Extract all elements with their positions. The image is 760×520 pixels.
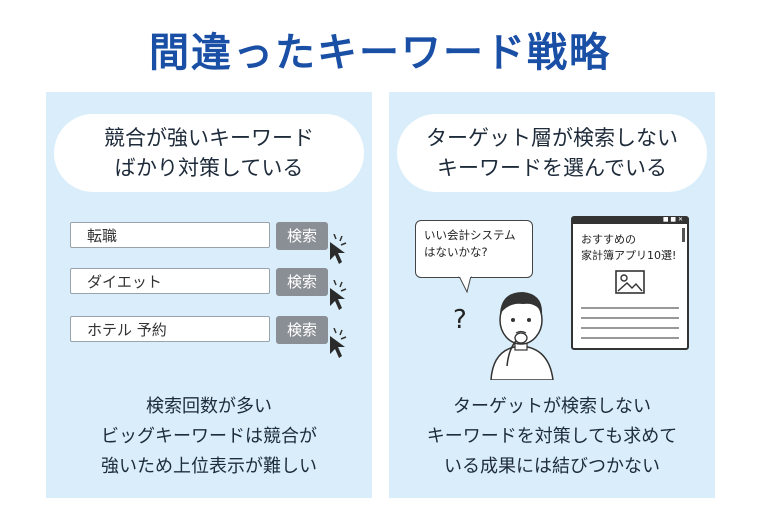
- right-panel: ターゲット層が検索しない キーワードを選んでいる いい会計システム はないかな?…: [389, 92, 715, 498]
- thinking-person-icon: ?: [453, 292, 554, 380]
- right-heading-line1: ターゲット層が検索しない: [426, 126, 678, 150]
- right-caption-line3: いる成果には結びつかない: [444, 456, 660, 477]
- left-heading-line2: ばかり対策している: [114, 156, 304, 180]
- search-button-3[interactable]: 検索: [276, 316, 328, 344]
- right-caption-line2: キーワードを対策しても求めて: [426, 426, 678, 447]
- left-caption-line3: 強いため上位表示が難しい: [101, 456, 317, 477]
- speech-bubble: いい会計システム はないかな?: [415, 220, 533, 278]
- left-caption-line2: ビッグキーワードは競合が: [101, 426, 317, 447]
- search-input-3[interactable]: ホテル 予約: [70, 316, 270, 342]
- left-heading-line1: 競合が強いキーワード: [104, 126, 314, 150]
- image-placeholder-icon: [615, 270, 645, 294]
- search-button-2[interactable]: 検索: [276, 268, 328, 296]
- speech-line1: いい会計システム: [424, 228, 516, 242]
- tablet-line1: おすすめの: [581, 233, 636, 246]
- search-row-1: 転職 検索: [70, 222, 347, 264]
- speech-line2: はないかな?: [424, 245, 488, 259]
- search-row-3: ホテル 予約 検索: [70, 316, 347, 358]
- tablet-screen: ■ ■ ✕ おすすめの 家計簿アプリ10選!: [571, 216, 689, 350]
- right-caption-line1: ターゲットが検索しない: [453, 396, 651, 417]
- left-panel: 競合が強いキーワード ばかり対策している 転職 検索 ダイエット 検索 ホテル …: [46, 92, 372, 498]
- right-caption: ターゲットが検索しない キーワードを対策しても求めて いる成果には結びつかない: [389, 392, 715, 482]
- right-heading-line2: キーワードを選んでいる: [437, 156, 667, 180]
- search-row-2: ダイエット 検索: [70, 268, 347, 310]
- search-input-2[interactable]: ダイエット: [70, 268, 270, 294]
- cursor-click-icon: [330, 280, 347, 310]
- cursor-click-icon: [330, 328, 347, 358]
- tablet-article-title: おすすめの 家計簿アプリ10選!: [581, 232, 676, 264]
- cursor-click-icon: [330, 234, 347, 264]
- svg-text:?: ?: [453, 305, 467, 335]
- scrollbar: [682, 228, 685, 242]
- search-input-1[interactable]: 転職: [70, 222, 270, 248]
- text-lines-icon: [581, 307, 679, 339]
- left-caption: 検索回数が多い ビッグキーワードは競合が 強いため上位表示が難しい: [46, 392, 372, 482]
- left-heading-bubble: 競合が強いキーワード ばかり対策している: [54, 114, 364, 192]
- search-button-1[interactable]: 検索: [276, 222, 328, 250]
- tablet-line2: 家計簿アプリ10選!: [581, 249, 677, 262]
- page-title: 間違ったキーワード戦略: [149, 30, 611, 76]
- window-controls-icon: ■ ■ ✕: [662, 216, 683, 223]
- speech-tail-icon: [458, 276, 472, 294]
- left-caption-line1: 検索回数が多い: [146, 396, 272, 417]
- right-heading-bubble: ターゲット層が検索しない キーワードを選んでいる: [397, 114, 707, 192]
